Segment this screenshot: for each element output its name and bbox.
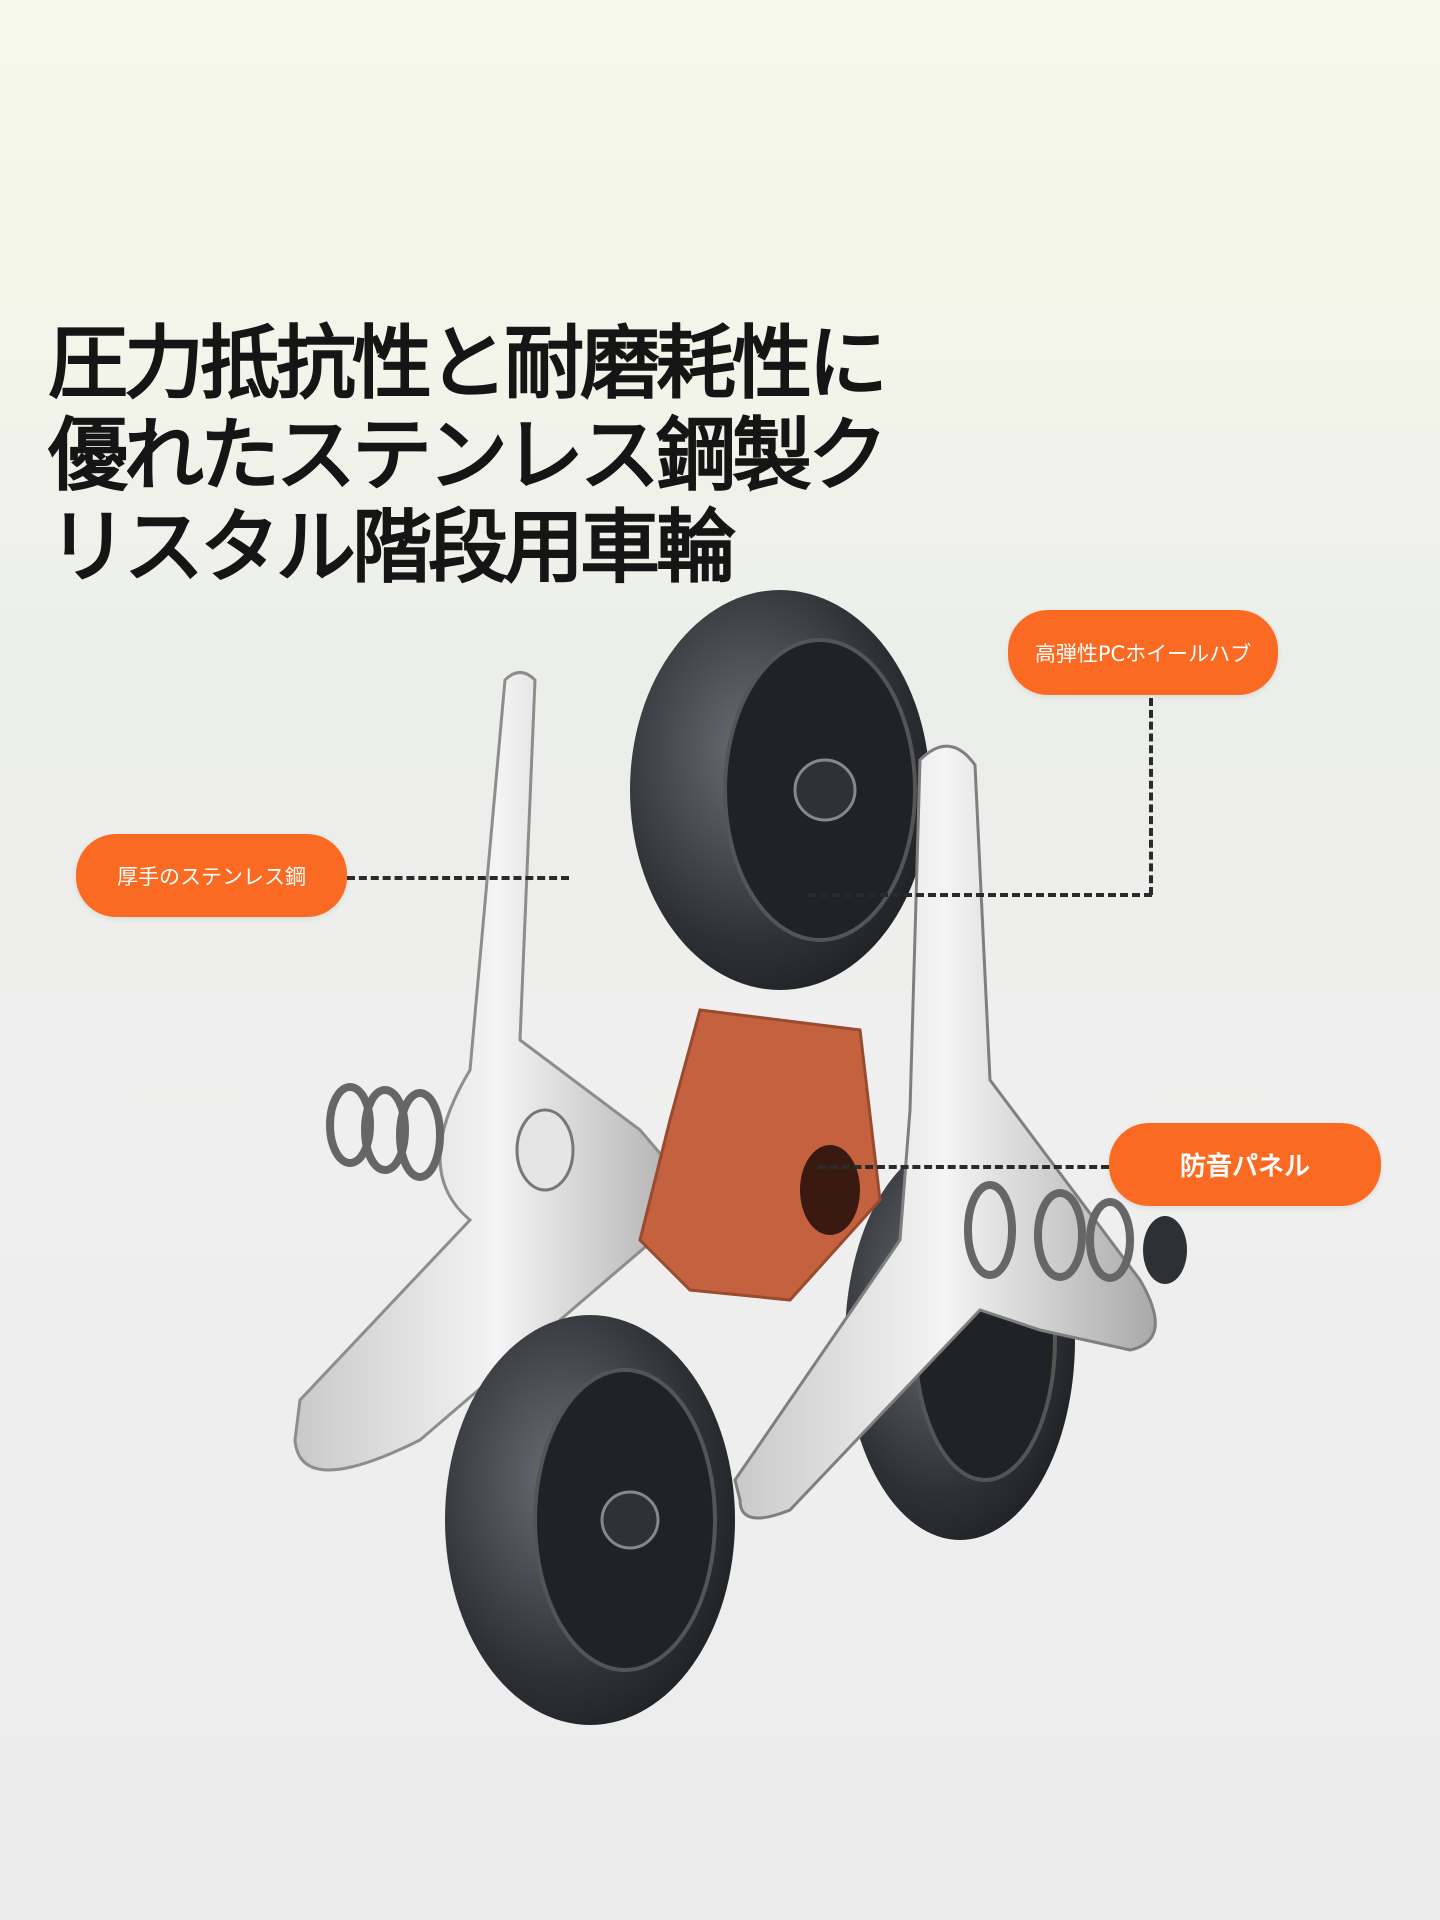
plate-hole	[515, 1108, 575, 1192]
callout-panel: 防音パネル	[1109, 1123, 1381, 1206]
left-spring	[326, 1083, 444, 1181]
callout-hub-leader-horizontal	[808, 893, 1152, 897]
bracket-hole	[800, 1145, 860, 1235]
right-washers	[964, 1181, 1134, 1282]
callout-hub-leader-vertical	[1149, 698, 1153, 895]
page-title: 圧力抵抗性と耐磨耗性に 優れたステンレス鋼製ク リスタル階段用車輪	[48, 317, 888, 594]
title-line-2: 優れたステンレス鋼製ク	[48, 409, 888, 502]
callout-hub: 高弾性PCホイールハブ	[1008, 610, 1278, 695]
title-line-1: 圧力抵抗性と耐磨耗性に	[48, 317, 888, 410]
callout-panel-leader	[818, 1165, 1109, 1169]
top-wheel	[630, 590, 930, 990]
callout-steel: 厚手のステンレス鋼	[76, 834, 347, 917]
title-line-3: リスタル階段用車輪	[48, 501, 736, 594]
callout-steel-leader	[347, 876, 569, 880]
right-steel-frame	[733, 744, 1157, 1520]
hex-bolt	[1143, 1216, 1187, 1284]
front-left-wheel	[445, 1315, 735, 1725]
